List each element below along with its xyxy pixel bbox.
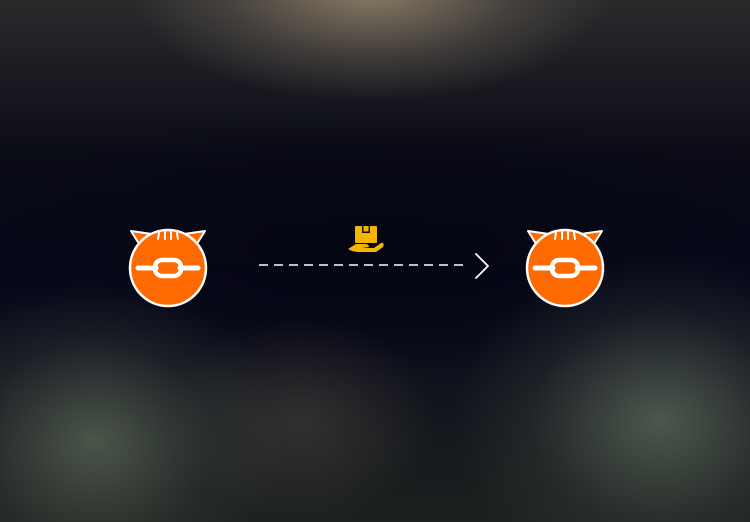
- chevron-right-icon: [475, 253, 489, 279]
- source-node: [128, 228, 208, 308]
- transfer-connector: [259, 253, 489, 279]
- chain-cat-icon: [525, 228, 605, 308]
- chain-cat-icon: [128, 228, 208, 308]
- target-node: [525, 228, 605, 308]
- hand-package-icon: [348, 226, 384, 252]
